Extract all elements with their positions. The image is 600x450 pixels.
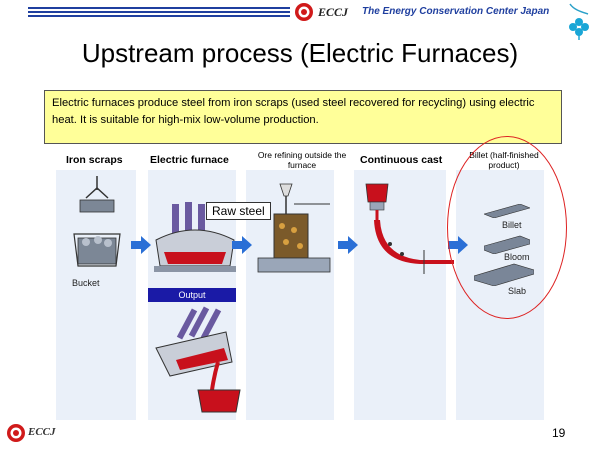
furnace-tapping-illustration <box>155 306 241 413</box>
continuous-cast-illustration <box>365 183 454 274</box>
step-label-continuous-cast: Continuous cast <box>360 154 443 166</box>
footer-org-short: ECCJ <box>28 426 56 438</box>
step-label-electric-furnace: Electric furnace <box>150 154 229 166</box>
page-number: 19 <box>552 426 566 440</box>
page-title: Upstream process (Electric Furnaces) <box>81 38 519 68</box>
iron-scraps-illustration <box>73 176 121 267</box>
column-bg <box>354 170 446 420</box>
step-label-ore-refining: Ore refining outside the furnace <box>257 150 347 170</box>
process-arrow-icon <box>131 236 151 254</box>
bucket-label: Bucket <box>72 278 100 288</box>
header-rule <box>28 7 290 17</box>
header-org-name: The Energy Conservation Center Japan <box>362 6 550 17</box>
ore-refining-illustration <box>257 183 331 273</box>
products-highlight-ellipse <box>447 136 567 319</box>
electric-furnace-illustration <box>154 202 236 272</box>
intro-text: Electric furnaces produce steel from iro… <box>44 90 562 144</box>
header-org-short: ECCJ <box>318 5 349 19</box>
clover-logo-icon <box>569 3 589 40</box>
output-bar: Output <box>148 288 236 302</box>
process-arrow-icon <box>232 236 252 254</box>
process-arrow-icon <box>338 236 358 254</box>
step-label-iron-scraps: Iron scraps <box>66 154 123 166</box>
eccj-footer-logo-icon <box>7 424 25 442</box>
raw-steel-callout: Raw steel <box>206 202 271 220</box>
eccj-logo-icon <box>295 3 313 21</box>
